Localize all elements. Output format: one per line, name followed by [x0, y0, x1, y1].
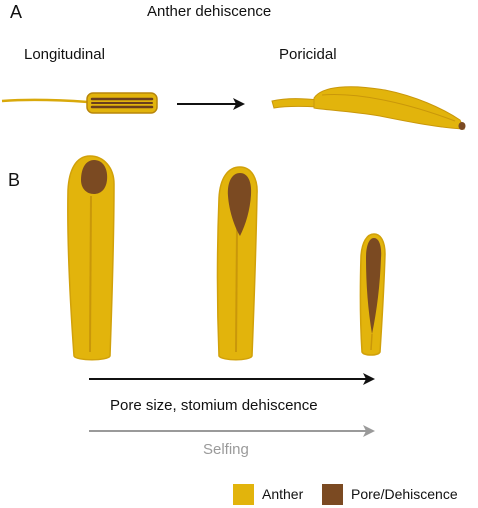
- filament: [1, 98, 89, 104]
- anther-medium: [216, 166, 258, 361]
- anther-small-pore: [366, 238, 382, 334]
- panel-a-label: A: [10, 2, 23, 22]
- legend-anther-swatch: [233, 484, 254, 505]
- selfing-arrow-label: Selfing: [203, 441, 249, 458]
- anther-large-stomium: [89, 195, 92, 353]
- anther-small-stomium: [370, 333, 373, 351]
- legend-pore-label: Pore/Dehiscence: [351, 486, 458, 502]
- anther-large: [67, 155, 115, 361]
- poricidal-filament: [271, 98, 319, 109]
- anther-small: [359, 233, 386, 356]
- longitudinal-label: Longitudinal: [24, 46, 105, 63]
- pore-size-arrow-label: Pore size, stomium dehiscence: [110, 397, 318, 414]
- legend-anther-label: Anther: [262, 486, 304, 502]
- longitudinal-anther: [1, 92, 158, 114]
- panel-b-label: B: [8, 170, 21, 190]
- poricidal-ridge: [321, 94, 456, 122]
- diagram-title: Anther dehiscence: [147, 3, 272, 20]
- poricidal-label: Poricidal: [279, 46, 337, 63]
- anther-medium-stomium: [235, 227, 238, 353]
- poricidal-anther: [271, 86, 466, 130]
- poricidal-body: [313, 86, 465, 130]
- legend-pore-swatch: [322, 484, 343, 505]
- anther-medium-pore: [227, 173, 252, 236]
- poricidal-pore: [458, 122, 466, 130]
- anther-large-pore: [81, 160, 108, 194]
